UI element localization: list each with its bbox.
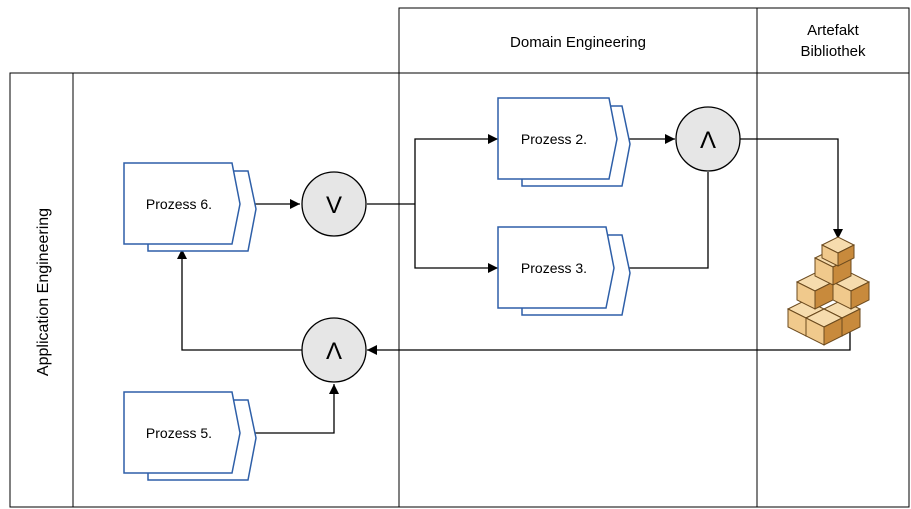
process-2-node[interactable]: Prozess 2.	[497, 97, 631, 187]
connector-and-to-p6	[177, 249, 302, 351]
connector-and-to-library	[740, 138, 843, 239]
process-3-node[interactable]: Prozess 3.	[497, 226, 631, 316]
connector-split-to-p3	[414, 204, 498, 273]
and-gate-bottom[interactable]: Λ	[301, 317, 367, 383]
connector-p5-to-and	[240, 384, 339, 434]
and-gate-top[interactable]: Λ	[675, 106, 741, 172]
process-5-shape	[123, 391, 241, 474]
artefakt-label: Artefakt	[807, 22, 860, 39]
connector-and-to-p3	[614, 172, 709, 273]
application-engineering-label: Application Engineering	[35, 208, 52, 376]
application-engineering-lane: Application Engineering	[9, 72, 910, 508]
process-2-label: Prozess 2.	[521, 131, 587, 147]
process-3-label: Prozess 3.	[521, 260, 587, 276]
process-5-node[interactable]: Prozess 5.	[123, 391, 257, 481]
process-5-label: Prozess 5.	[146, 425, 212, 441]
domain-engineering-label: Domain Engineering	[510, 34, 646, 51]
or-gate[interactable]: V	[301, 171, 367, 237]
connectors	[177, 134, 851, 434]
process-3-shape	[497, 226, 615, 309]
process-6-node[interactable]: Prozess 6.	[123, 162, 257, 252]
bibliothek-label: Bibliothek	[800, 43, 866, 60]
connector-library-to-and	[367, 330, 851, 355]
process-6-shape	[123, 162, 241, 245]
connector-split-to-p2	[414, 134, 498, 204]
and-gate-top-symbol: Λ	[700, 127, 716, 154]
or-gate-symbol: V	[326, 192, 342, 219]
box-stack-icon	[786, 236, 871, 346]
process-6-label: Prozess 6.	[146, 196, 212, 212]
and-gate-bottom-symbol: Λ	[326, 338, 342, 365]
column-header-artefakt-bibliothek: Artefakt Bibliothek	[756, 7, 910, 74]
column-header-domain-engineering: Domain Engineering	[398, 7, 758, 74]
process-2-shape	[497, 97, 618, 180]
